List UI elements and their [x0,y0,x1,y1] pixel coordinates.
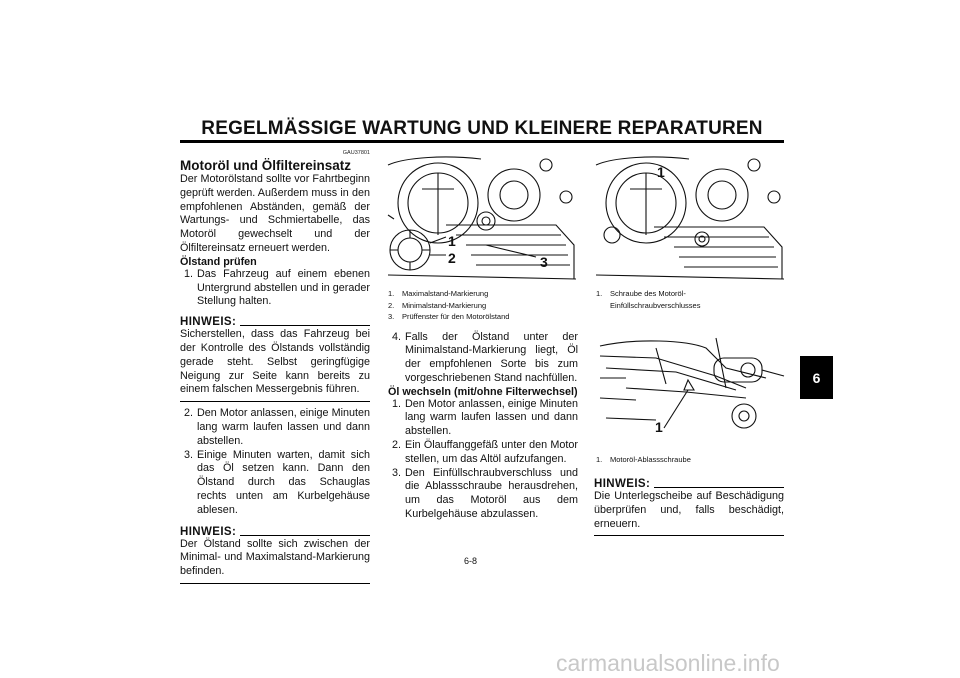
caption-row: 1.Maximalstand-Markierung [388,289,489,298]
steps-list-2: 2.Den Motor anlassen, einige Minuten lan… [180,407,370,517]
callout-label: 3 [540,254,548,270]
engine-figure-oil-window: 1 2 3 [387,156,577,280]
note-text: Sicherstellen, dass das Fahrzeug bei der… [180,328,370,396]
list-item: 3.Den Einfüllschraubverschluss und die A… [391,466,578,521]
note-divider [180,582,370,584]
callout-label: 1 [655,419,663,435]
header-rule [180,140,784,143]
note-divider [180,401,370,403]
list-item: 1.Das Fahrzeug auf einem ebenen Untergru… [183,267,370,308]
callout-label: 1 [448,233,456,249]
engine-figure-drain-bolt: 1 [599,337,785,435]
caption-row: 3.Prüffenster für den Motorölstand [388,312,510,321]
note-box-right: HINWEIS: Die Unterlegscheibe auf Beschäd… [594,478,784,537]
list-item: 3.Einige Minuten warten, damit sich das … [183,448,370,516]
intro-paragraph: Der Motorölstand sollte vor Fahrtbeginn … [180,173,370,254]
figure-caption-drain: 1.Motoröl-Ablassschraube [596,455,691,464]
list-item: 4.Falls der Ölstand unter der Minimalsta… [391,330,578,384]
note-heading: HINWEIS: [180,526,370,538]
doc-code: GAU37801 [342,150,370,156]
caption-row: 2.Minimalstand-Markierung [388,300,487,310]
page-number: 6-8 [464,556,478,566]
note-text: Der Ölstand sollte sich zwischen der Min… [180,537,370,578]
steps-list-1: 1.Das Fahrzeug auf einem ebenen Untergru… [180,268,370,309]
column-middle: 1.Maximalstand-Markierung 2.Minimalstand… [388,288,578,522]
watermark: carmanualsonline.info [556,650,780,676]
note-text: Die Unterlegscheibe auf Beschädigung übe… [594,490,784,530]
column-left: GAU37801 Motoröl und Ölfiltereinsatz Der… [180,150,370,584]
list-item: 2.Den Motor anlassen, einige Minuten lan… [183,407,370,447]
figure-caption-filler: 1.Schraube des Motoröl- Einfüllschraubve… [596,289,701,310]
page-title: REGELMÄSSIGE WARTUNG UND KLEINERE REPARA… [201,118,763,139]
note-divider [594,535,784,537]
subheading-change: Öl wechseln (mit/ohne Filterwechsel) [388,385,578,398]
chapter-tab: 6 [800,356,833,399]
engine-figure-filler-cap: 1 [595,156,785,280]
callout-label: 2 [448,250,456,266]
steps-list-4: 1.Den Motor anlassen, einige Minuten lan… [388,398,578,522]
subheading-check: Ölstand prüfen [180,255,257,268]
section-heading: Motoröl und Ölfiltereinsatz [180,158,351,173]
list-item: 1.Den Motor anlassen, einige Minuten lan… [391,397,578,438]
callout-label: 1 [657,164,665,180]
figure-captions: 1.Maximalstand-Markierung 2.Minimalstand… [388,288,578,323]
note-heading: HINWEIS: [594,478,784,490]
steps-list-3: 4.Falls der Ölstand unter der Minimalsta… [388,331,578,386]
list-item: 2.Ein Ölauffanggefäß unter den Motor ste… [391,439,578,465]
note-heading: HINWEIS: [180,316,370,328]
